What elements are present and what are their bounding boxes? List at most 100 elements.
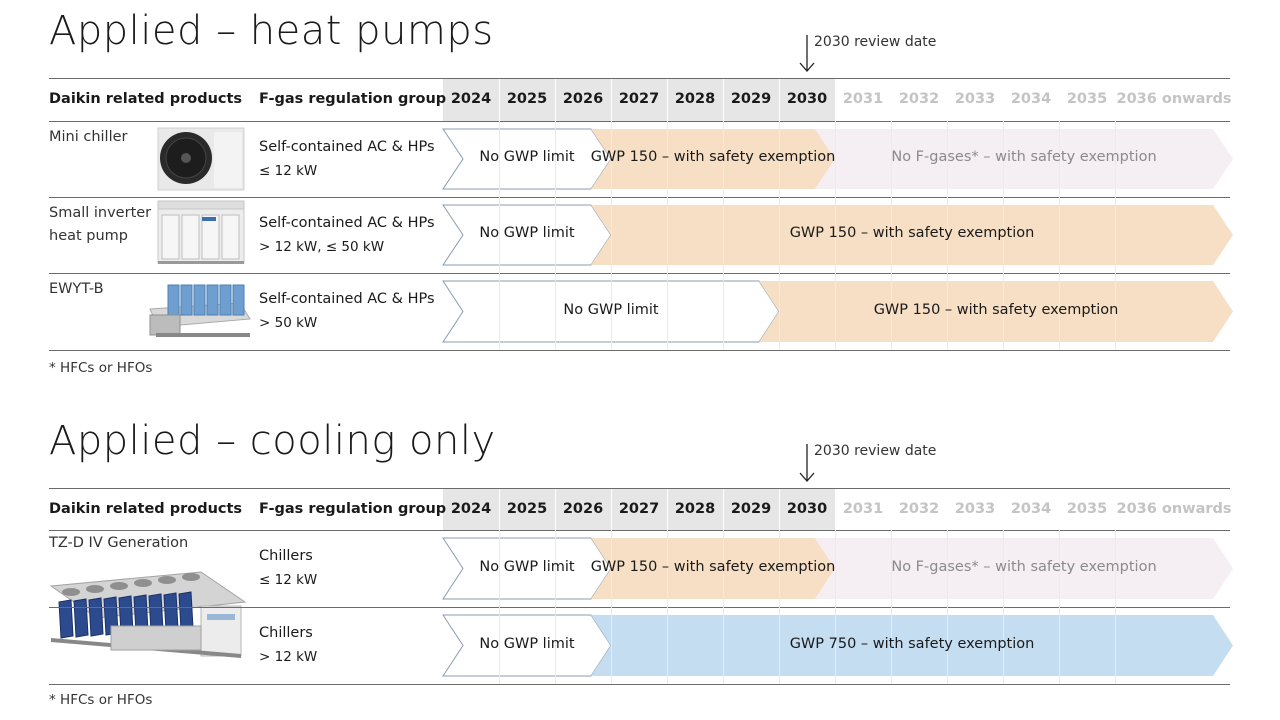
header-year-separator [667,489,668,530]
product-name: Mini chiller [49,129,128,145]
header-year-separator [779,79,780,121]
header-year-separator [499,79,500,121]
header-year-separator [947,79,948,121]
year-gridline [891,530,892,684]
phase-label: No GWP limit [479,635,575,652]
row-bottom-rule [49,607,1230,608]
year-gridline [891,121,892,350]
phase-label: No GWP limit [563,301,659,318]
review-date-arrow-head [799,62,815,72]
header-year-separator [1003,489,1004,530]
header-products: Daikin related products [49,91,243,107]
year-header: 2035 [1066,501,1108,517]
regulation-group-name: Chillers [259,548,313,564]
year-header: 2029 [730,501,772,517]
header-top-rule [49,78,1230,79]
year-header: 2032 [898,91,940,107]
year-header: 2030 [786,91,828,107]
phase-arrow-gwp150 [759,281,1233,342]
year-gridline [947,121,948,350]
year-gridline [611,530,612,684]
header-year-separator [947,489,948,530]
phase-arrow-gwp750 [591,615,1233,676]
row-bottom-rule [49,197,1230,198]
header-bottom-rule [49,121,1230,122]
regulation-group-name: Chillers [259,625,313,641]
header-year-separator [1115,489,1116,530]
review-date-label: 2030 review date [814,443,937,459]
year-gridline [1059,530,1060,684]
header-year-separator [1059,489,1060,530]
year-gridline [723,121,724,350]
year-header: 2026 [562,91,604,107]
year-gridline [667,530,668,684]
mini-chiller-unit-icon [157,127,245,191]
header-top-rule [49,488,1230,489]
year-header: 2028 [674,91,716,107]
section-title: Applied – cooling only [49,418,496,464]
year-header: 2029 [730,91,772,107]
year-header: 2024 [450,501,492,517]
product-name: Small inverter heat pump [49,205,152,244]
header-year-separator [723,489,724,530]
year-gridline [779,530,780,684]
header-bottom-rule [49,530,1230,531]
header-year-separator [499,489,500,530]
year-header: 2034 [1010,91,1052,107]
year-gridline [555,121,556,350]
phase-arrow-gwp150 [591,129,835,189]
row-bottom-rule [49,350,1230,351]
product-name: TZ-D IV Generation [49,535,189,551]
year-header: 2027 [618,501,660,517]
year-gridline [947,530,948,684]
year-gridline [1115,530,1116,684]
year-header: 2031 [842,501,884,517]
header-year-separator [611,489,612,530]
year-gridline [723,530,724,684]
year-header: 2025 [506,501,548,517]
phase-label: No F-gases* – with safety exemption [891,149,1157,165]
year-header: 2025 [506,91,548,107]
header-year-separator [779,489,780,530]
footnote: * HFCs or HFOs [49,692,153,708]
year-gridline [1003,121,1004,350]
year-header: 2030 [786,501,828,517]
regulation-group-name: Self-contained AC & HPs [259,139,435,155]
header-active-years-bg [443,79,835,121]
phase-arrow-nofgas [815,538,1233,599]
phase-label: No GWP limit [479,225,575,241]
phase-label: GWP 150 – with safety exemption [789,225,1035,241]
phase-arrow-gwp150 [591,538,835,599]
regulation-group-range: ≤ 12 kW [259,163,318,179]
year-gridline [499,530,500,684]
regulation-group-name: Self-contained AC & HPs [259,215,435,231]
inverter-heat-pump-unit-icon [157,200,245,264]
header-year-separator [835,79,836,121]
header-active-years-bg [443,489,835,530]
phase-label: GWP 150 – with safety exemption [590,149,836,165]
tz-d-chiller-unit-icon [49,571,247,658]
header-year-separator [1059,79,1060,121]
header-year-separator [555,489,556,530]
row-bottom-rule [49,273,1230,274]
header-regulation-group: F-gas regulation group [259,91,447,107]
review-date-label: 2030 review date [814,34,937,50]
year-gridline [1059,121,1060,350]
year-gridline [499,121,500,350]
header-year-separator [611,79,612,121]
regulation-group-range: > 50 kW [259,315,318,331]
year-header: 2033 [954,501,996,517]
year-gridline [779,121,780,350]
ewyt-b-unit-icon [149,284,251,337]
header-regulation-group: F-gas regulation group [259,501,447,517]
year-header: 2031 [842,91,884,107]
header-year-separator [835,489,836,530]
review-date-arrow-head [799,472,815,482]
row-bottom-rule [49,684,1230,685]
year-header: 2035 [1066,91,1108,107]
year-gridline [667,121,668,350]
phase-label: No GWP limit [479,149,575,165]
phase-label: GWP 150 – with safety exemption [590,558,836,575]
regulation-group-range: ≤ 12 kW [259,572,318,588]
